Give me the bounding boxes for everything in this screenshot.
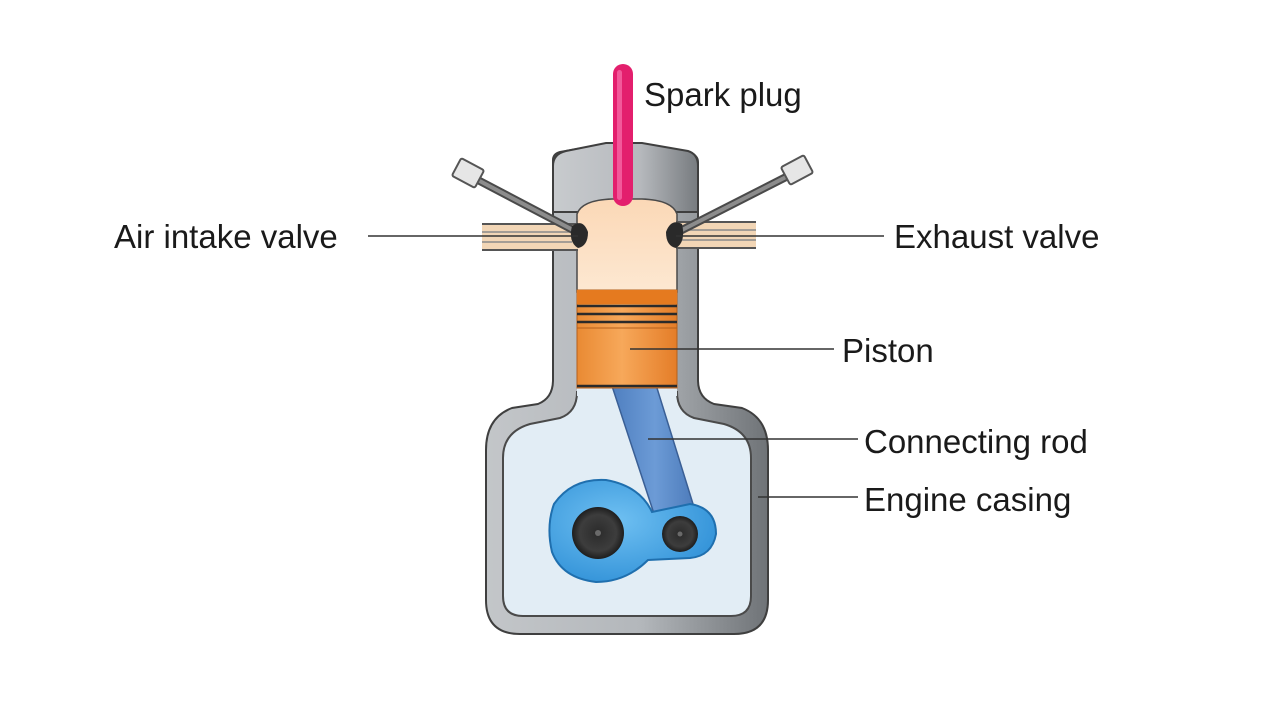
leader-lines	[368, 235, 884, 498]
label-spark-plug: Spark plug	[644, 76, 802, 113]
combustion-chamber	[576, 198, 678, 293]
label-exhaust-valve: Exhaust valve	[894, 218, 1100, 255]
label-air-intake-valve: Air intake valve	[114, 218, 338, 255]
spark-plug	[613, 64, 633, 206]
label-piston: Piston	[842, 332, 934, 369]
crankshaft	[548, 478, 718, 584]
exhaust-valve	[666, 154, 814, 248]
air-intake-valve	[451, 157, 588, 248]
label-engine-casing: Engine casing	[864, 481, 1072, 518]
label-connecting-rod: Connecting rod	[864, 423, 1088, 460]
piston	[576, 289, 678, 389]
